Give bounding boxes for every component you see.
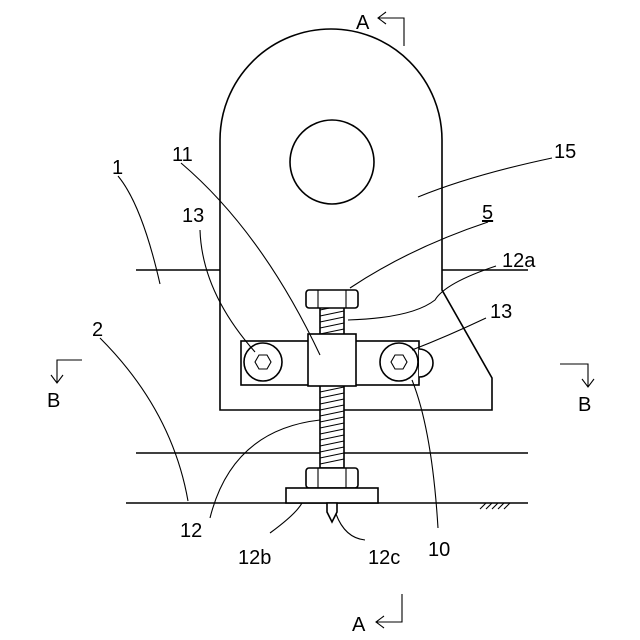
label-12b: 12b (238, 547, 271, 569)
spike (327, 503, 337, 522)
section-b-left-label: B (47, 390, 60, 412)
label-10: 10 (428, 539, 450, 561)
label-5: 5 (482, 202, 493, 224)
bracket-hole (290, 120, 374, 204)
label-12c: 12c (368, 547, 400, 569)
label-1: 1 (112, 157, 123, 179)
section-b-right-label: B (578, 394, 591, 416)
top-hex-nut (306, 290, 358, 308)
section-a-top-label: A (356, 12, 370, 34)
section-a-bottom-label: A (352, 614, 366, 636)
section-b-left-mark: B (47, 360, 82, 412)
label-12a: 12a (502, 250, 536, 272)
label-11: 11 (172, 144, 193, 166)
label-2: 2 (92, 319, 103, 341)
label-13-right: 13 (490, 301, 512, 323)
bottom-hex-nut (306, 468, 358, 488)
base-plate (286, 488, 378, 503)
ground-hatching (478, 503, 514, 509)
section-b-right-mark: B (560, 364, 594, 416)
label-15: 15 (554, 141, 576, 163)
label-13-left: 13 (182, 205, 204, 227)
block-11 (308, 334, 356, 386)
bolt-13-right (380, 343, 418, 381)
section-a-bottom-mark: A (352, 594, 402, 636)
bolt-13-left (244, 343, 282, 381)
label-12: 12 (180, 520, 202, 542)
